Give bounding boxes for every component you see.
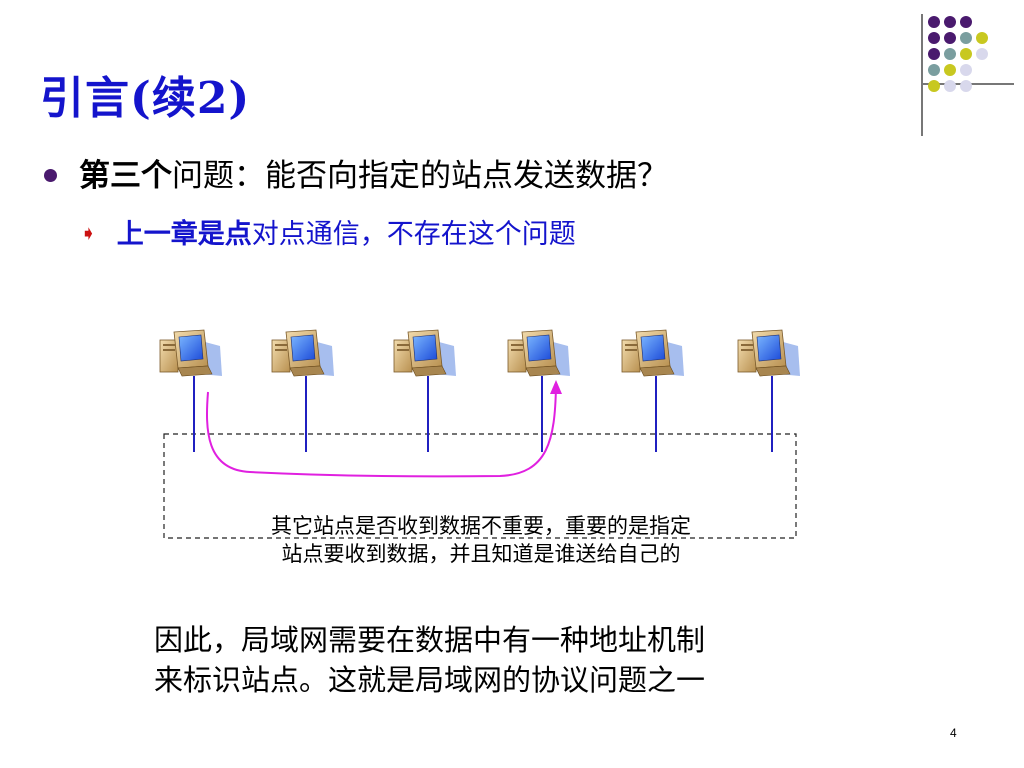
caption-line-1: 其它站点是否收到数据不重要，重要的是指定 (271, 514, 691, 538)
delivery-path (206, 385, 557, 478)
station-computer-icon (159, 329, 223, 377)
page-number: 4 (950, 726, 957, 740)
bullet-question-bold: 第三个 (79, 158, 172, 194)
station-computer-icon (271, 329, 335, 377)
bullet-question: 第三个问题：能否向指定的站点发送数据？ (44, 150, 668, 195)
decor-dot (960, 16, 972, 28)
decor-vertical-line (921, 14, 923, 136)
sub-bullet-bold: 上一章是点 (116, 219, 252, 250)
decor-dot (944, 64, 956, 76)
station-computer-icon (737, 329, 801, 377)
conclusion-text: 因此，局域网需要在数据中有一种地址机制 来标识站点。这就是局域网的协议问题之一 (154, 620, 854, 700)
conclusion-line-1: 因此，局域网需要在数据中有一种地址机制 (154, 623, 706, 657)
decor-dot (944, 32, 956, 44)
decor-dot (928, 32, 940, 44)
decor-dot (960, 64, 972, 76)
bullet-question-text: 问题：能否向指定的站点发送数据？ (172, 158, 668, 194)
decor-dot (944, 16, 956, 28)
decor-dot (976, 32, 988, 44)
station-computer-icon (393, 329, 457, 377)
sub-bullet-answer: ➧ 上一章是点对点通信，不存在这个问题 (80, 212, 576, 251)
station-group (159, 329, 801, 452)
station-computer-icon (507, 329, 571, 377)
diagram-caption: 其它站点是否收到数据不重要，重要的是指定 站点要收到数据，并且知道是谁送给自己的 (166, 512, 796, 568)
decor-dot (928, 64, 940, 76)
bullet-dot-icon (44, 169, 57, 182)
decor-dot (960, 48, 972, 60)
decor-dot (960, 32, 972, 44)
decor-dot-grid (928, 16, 1008, 136)
caption-line-2: 站点要收到数据，并且知道是谁送给自己的 (281, 542, 681, 566)
decor-dot (960, 80, 972, 92)
decor-dot (928, 48, 940, 60)
decor-dot (944, 48, 956, 60)
conclusion-line-2: 来标识站点。这就是局域网的协议问题之一 (154, 663, 706, 697)
decor-dot (976, 48, 988, 60)
shared-medium-box (163, 433, 797, 539)
slide-title: 引言(续2) (40, 73, 251, 124)
station-computer-icon (621, 329, 685, 377)
decor-dot (928, 16, 940, 28)
sub-bullet-text: 对点通信，不存在这个问题 (251, 219, 576, 250)
delivery-arrowhead-icon (550, 380, 562, 394)
decor-dot (928, 80, 940, 92)
arrow-bullet-icon: ➧ (80, 221, 97, 245)
decor-dot (944, 80, 956, 92)
